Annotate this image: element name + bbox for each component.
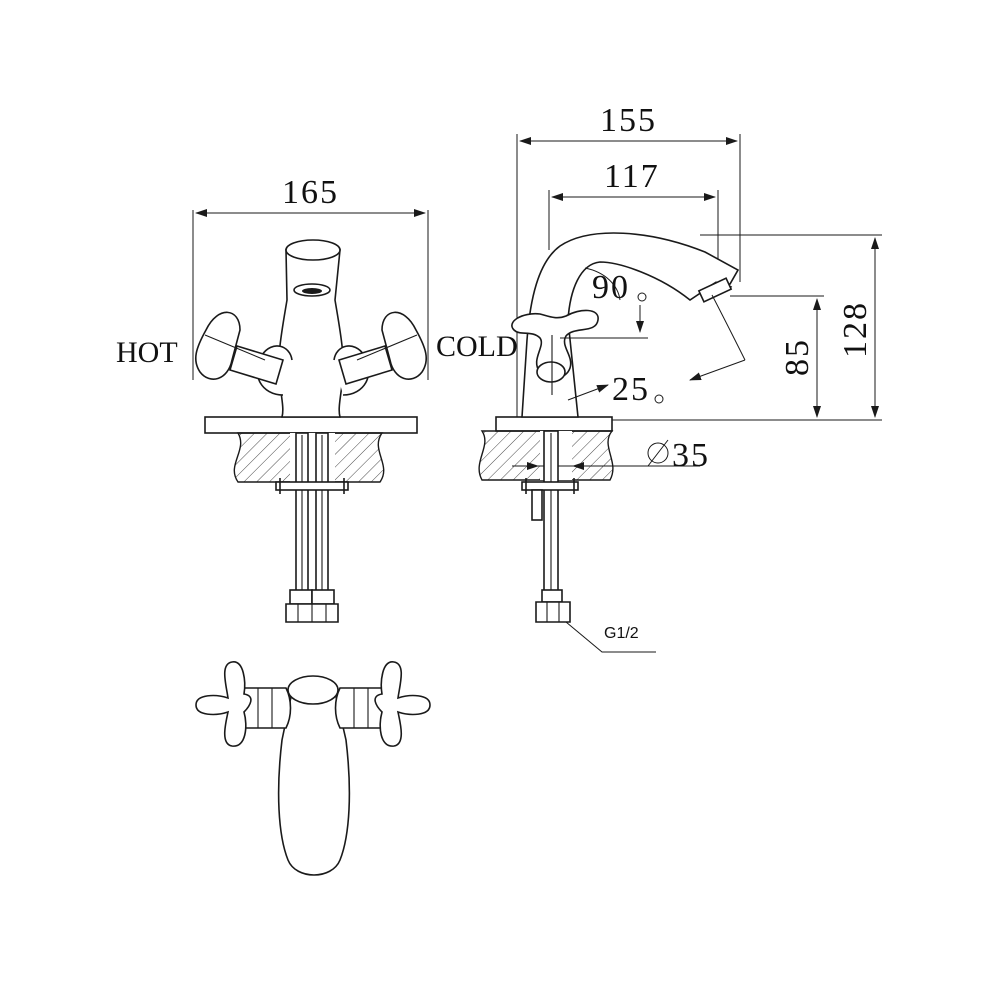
- angle-25-leader: [711, 294, 746, 361]
- side-aerator-tip: [697, 277, 733, 303]
- side-reach-value: 117: [604, 158, 660, 195]
- side-overall-value: 155: [600, 102, 657, 139]
- front-deck-plate: [204, 416, 418, 434]
- front-cold-handle: [338, 311, 428, 386]
- angle-bottom-degree: [654, 394, 664, 404]
- total-height-value: 128: [837, 301, 874, 358]
- top-body-cap: [287, 675, 339, 705]
- top-right-hub: [334, 687, 383, 729]
- spout-height-value: 85: [779, 338, 816, 376]
- side-handle-lever: [511, 309, 599, 380]
- front-aerator: [293, 283, 331, 297]
- side-handle-cap: [536, 361, 566, 383]
- front-aerator-outlet: [302, 288, 322, 294]
- diameter-symbol-slash: [647, 439, 669, 467]
- front-spout-top: [285, 239, 341, 261]
- top-view: [195, 661, 431, 876]
- front-supply-hoses: [275, 432, 349, 623]
- hot-label: HOT: [116, 336, 178, 369]
- thread-leader: [565, 621, 656, 653]
- side-supply-hose: [521, 430, 579, 623]
- side-view: 155 117 90 25 35 G1/2 85 128: [478, 102, 882, 653]
- angle-top-degree: [637, 292, 647, 302]
- thread-value: G1/2: [604, 625, 639, 642]
- angle-25-arrow: [689, 359, 746, 381]
- top-cold-cross-handle: [374, 661, 431, 747]
- front-view: HOT COLD 165: [116, 174, 518, 623]
- top-left-hub: [243, 687, 292, 729]
- hole-diameter-value: 35: [672, 437, 710, 474]
- side-faucet-body-spout: [521, 232, 740, 418]
- front-hot-handle: [194, 311, 284, 386]
- cold-label: COLD: [436, 330, 518, 363]
- angle-top-value: 90: [592, 269, 630, 306]
- side-deck-plate: [495, 416, 613, 432]
- angle-25-arrow-left: [567, 384, 609, 401]
- front-width-value: 165: [282, 174, 339, 211]
- front-faucet-body: [277, 240, 345, 418]
- angle-bottom-value: 25: [612, 371, 650, 408]
- top-hot-cross-handle: [195, 661, 252, 747]
- diameter-symbol: [647, 442, 669, 464]
- angle-90-arc: [584, 267, 621, 301]
